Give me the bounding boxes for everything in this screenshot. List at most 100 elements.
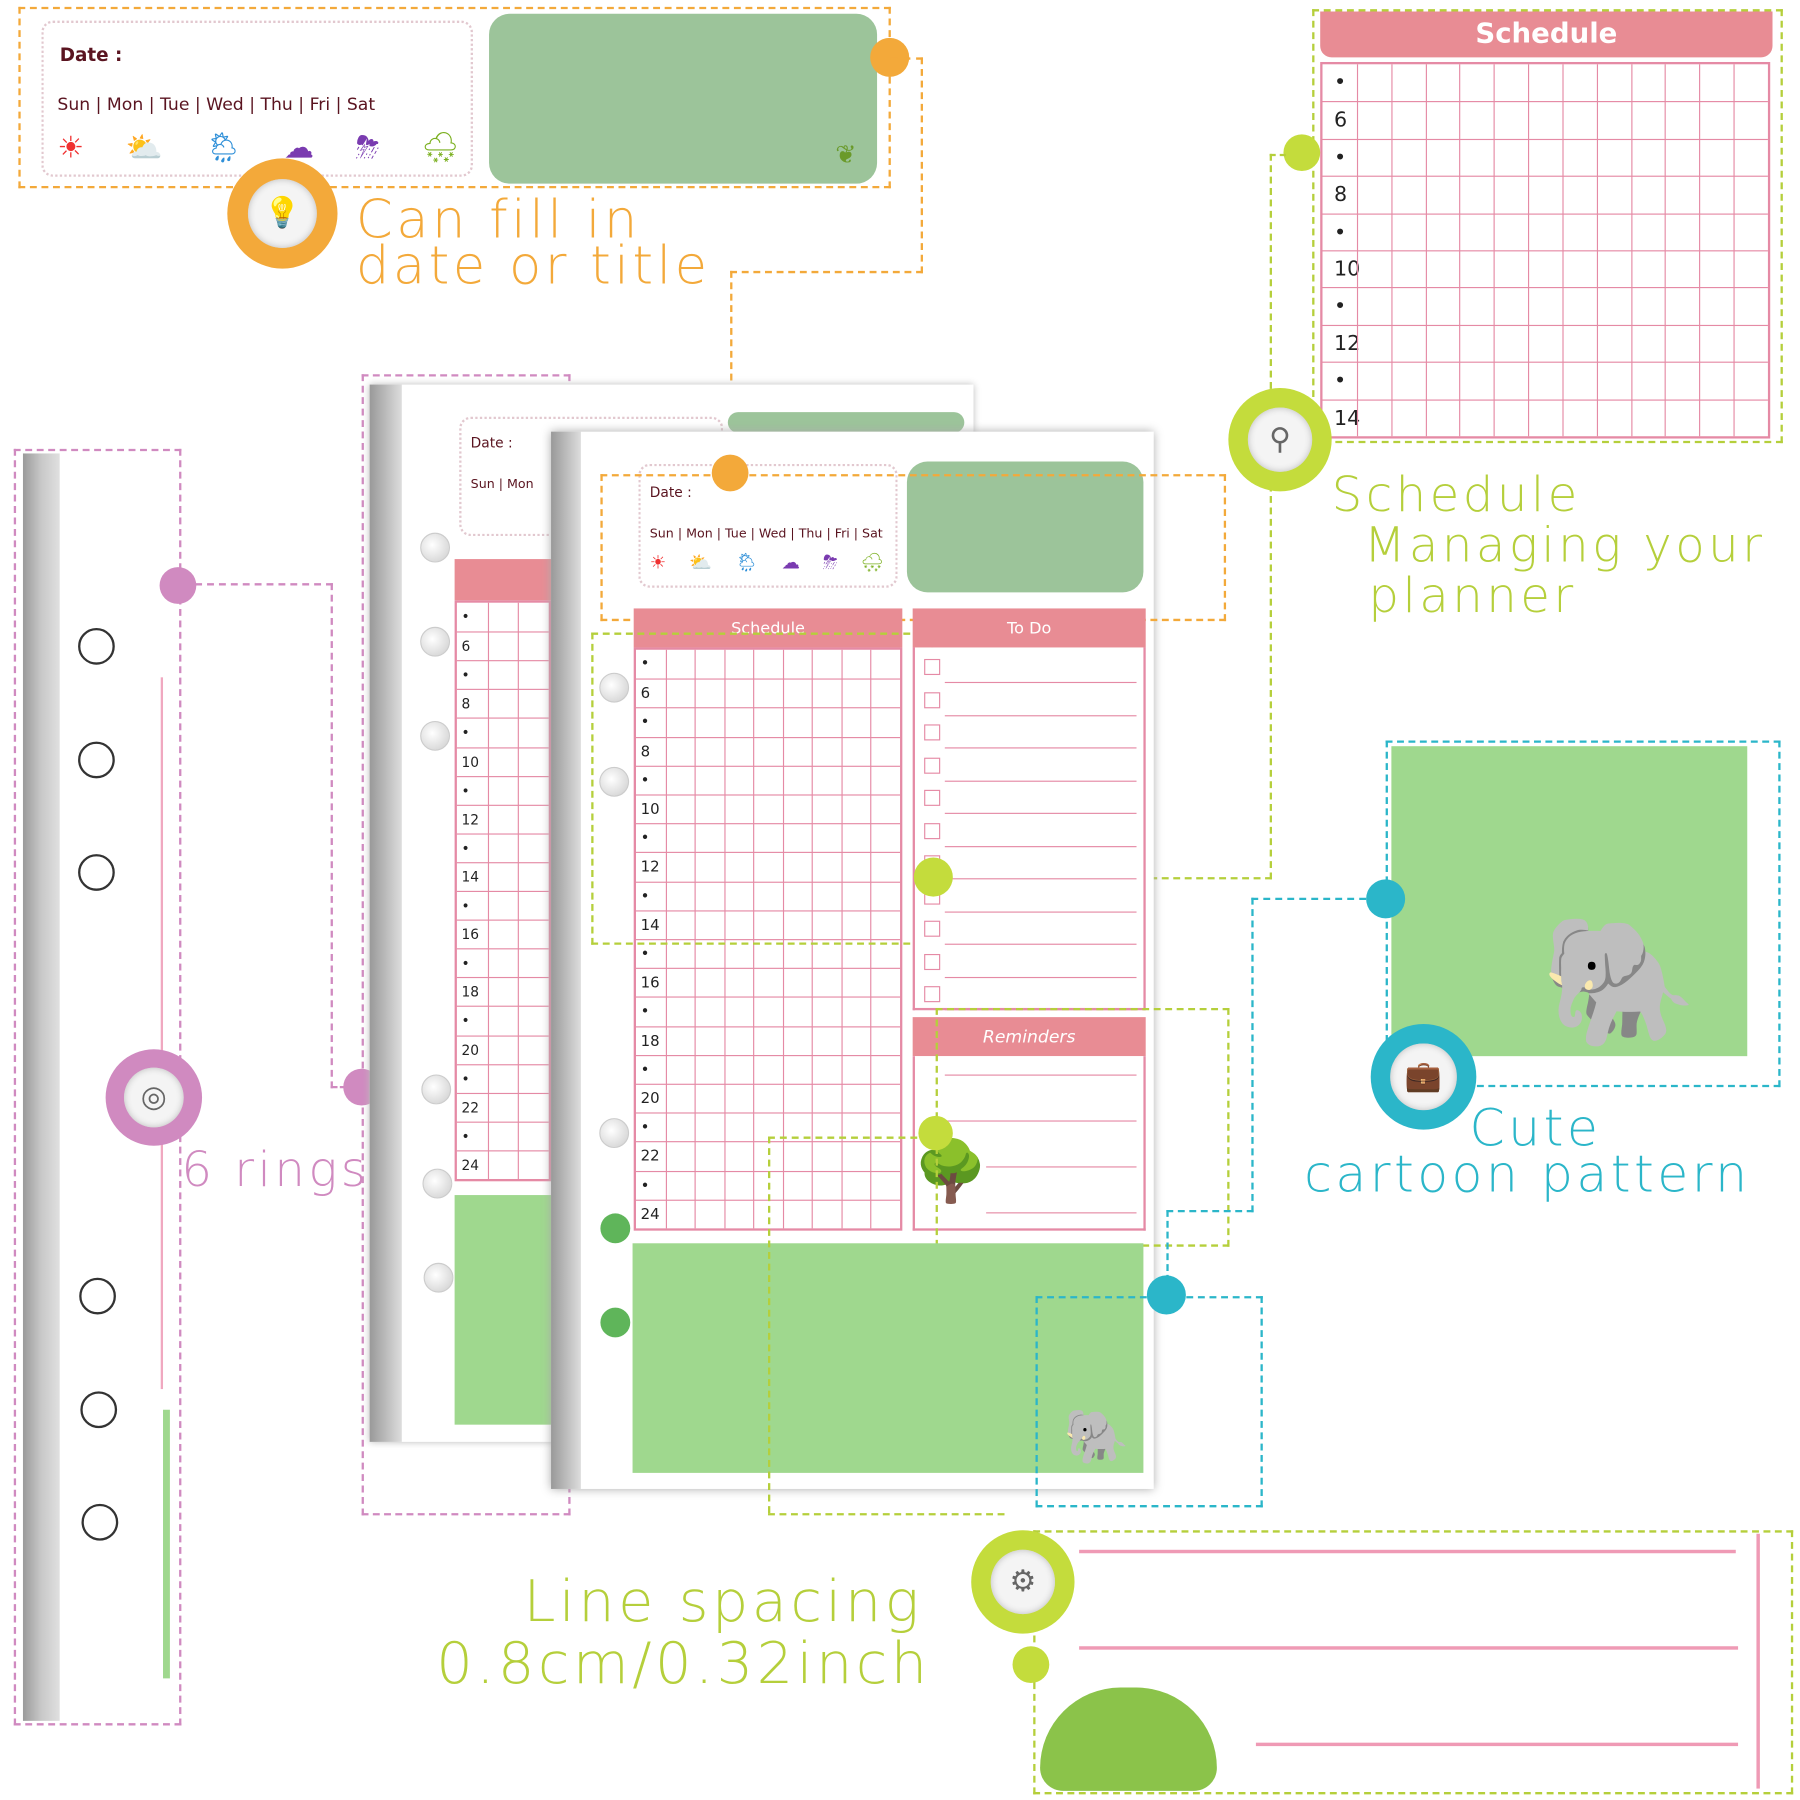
sun-icon: ☀ — [649, 551, 667, 573]
schedule-row: • — [635, 881, 901, 910]
hour-label: • — [461, 1070, 470, 1087]
schedule-grid-zoomed: •6•8•10•12•14 — [1320, 61, 1771, 439]
punch-hole — [599, 672, 630, 703]
schedule-row: • — [456, 1063, 549, 1093]
heavy-rain-icon: ⛈ — [355, 130, 380, 166]
todo-checkbox[interactable] — [924, 724, 941, 741]
weekday-sun: Sun — [649, 525, 674, 541]
punch-hole — [421, 1074, 452, 1105]
briefcase-pin: 💼 — [1370, 1024, 1477, 1130]
lightbulb-pin: 💡 — [227, 158, 338, 269]
todo-checkbox[interactable] — [924, 986, 941, 1003]
todo-checkbox[interactable] — [924, 920, 941, 937]
front-schedule-grid: •6•8•10•12•14•16•18•20•22•24 — [633, 647, 903, 1231]
grid-column-line — [694, 649, 696, 1229]
hour-label: 24 — [461, 1157, 480, 1174]
schedule-row: • — [1322, 138, 1768, 176]
target-pin: ◎ — [105, 1049, 203, 1146]
date-label: Date : — [59, 43, 123, 66]
todo-checkbox[interactable] — [924, 691, 941, 708]
weekday-tue: Tue — [160, 94, 190, 115]
todo-checkbox[interactable] — [924, 789, 941, 806]
schedule-row: 8 — [1322, 175, 1768, 213]
day-separator: | — [712, 525, 726, 541]
day-separator: | — [90, 94, 107, 115]
schedule-row: • — [635, 823, 901, 852]
schedule-row: 8 — [635, 736, 901, 766]
day-separator: | — [822, 525, 835, 541]
hour-label: 20 — [461, 1041, 480, 1058]
todo-line — [944, 812, 1137, 814]
elephant-icon: 🐘 — [1540, 908, 1698, 1056]
schedule-highlight — [591, 632, 934, 945]
punch-hole-green — [600, 1213, 631, 1244]
grid-column-line — [1665, 64, 1667, 437]
spacing-callout-line2: 0.8cm/0.32inch — [436, 1630, 931, 1697]
schedule-row: • — [456, 890, 549, 920]
back-schedule-header — [454, 559, 552, 601]
connector-dot — [870, 37, 910, 77]
cloud-snow-icon: 🌨 — [860, 551, 884, 573]
target-icon: ◎ — [123, 1067, 184, 1128]
todo-list — [912, 647, 1146, 1011]
schedule-row: 12 — [1322, 324, 1768, 362]
ring-hole-2 — [78, 741, 115, 779]
grid-column-line — [518, 602, 520, 1179]
todo-title: To Do — [1007, 619, 1052, 639]
grid-column-line — [1425, 64, 1427, 437]
todo-checkbox[interactable] — [924, 658, 941, 676]
todo-checkbox[interactable] — [924, 822, 941, 839]
hour-label: 10 — [640, 801, 660, 819]
hour-label: • — [640, 1177, 650, 1195]
elephant-panel: 🐘 — [1391, 746, 1748, 1057]
weekday-tue: Tue — [725, 525, 747, 541]
hour-label: 6 — [461, 638, 471, 655]
lightbulb-icon: 💡 — [248, 179, 317, 248]
punch-hole — [420, 532, 451, 563]
todo-line — [944, 714, 1137, 716]
todo-checkbox[interactable] — [924, 757, 941, 774]
grid-column-line — [782, 649, 784, 1229]
reminder-line — [986, 1212, 1137, 1214]
schedule-row: • — [1322, 287, 1768, 324]
todo-line — [944, 780, 1137, 782]
weekday-row: Sun | Mon | Tue | Wed | Thu | Fri | Sat — [57, 94, 375, 115]
reminder-line — [944, 1120, 1137, 1122]
schedule-row: • — [635, 707, 901, 737]
grid-column-line — [812, 649, 814, 1229]
schedule-callout-line3: planner — [1368, 567, 1577, 624]
todo-checkbox[interactable] — [924, 953, 941, 970]
front-date-highlight — [600, 474, 1227, 622]
ring-hole-5 — [80, 1391, 118, 1429]
hour-label: • — [640, 714, 650, 732]
hour-label: 20 — [640, 1090, 660, 1108]
back-weekday-row: Sun | Mon — [471, 476, 534, 491]
hour-label: • — [461, 1128, 470, 1145]
schedule-row: 18 — [456, 977, 549, 1006]
ruled-line — [1255, 1742, 1739, 1747]
schedule-row: 22 — [635, 1141, 901, 1171]
weekday-fri: Fri — [309, 94, 331, 115]
schedule-row: • — [636, 650, 900, 679]
ring-hole-3 — [78, 854, 115, 891]
schedule-row: • — [456, 775, 549, 805]
day-separator: | — [292, 94, 310, 115]
connector-dot — [913, 857, 953, 897]
hour-label: • — [640, 1061, 650, 1079]
schedule-row: • — [456, 948, 549, 977]
hour-label: 8 — [461, 696, 471, 713]
grid-column-line — [1562, 64, 1564, 437]
schedule-row: 6 — [1322, 101, 1768, 138]
schedule-row: • — [456, 1121, 549, 1150]
schedule-row: • — [456, 833, 549, 862]
hour-label: • — [640, 1003, 650, 1022]
todo-line — [944, 845, 1137, 847]
schedule-row: 6 — [456, 631, 549, 661]
hour-label: 10 — [461, 753, 480, 770]
gear-icon: ⚙ — [990, 1549, 1055, 1614]
sun-rain-icon: 🌦 — [204, 130, 243, 166]
hour-label: • — [1333, 70, 1347, 95]
magnifier-icon: ⚲ — [1247, 407, 1313, 472]
schedule-row: • — [635, 996, 901, 1026]
elephant-highlight — [1035, 1296, 1263, 1508]
